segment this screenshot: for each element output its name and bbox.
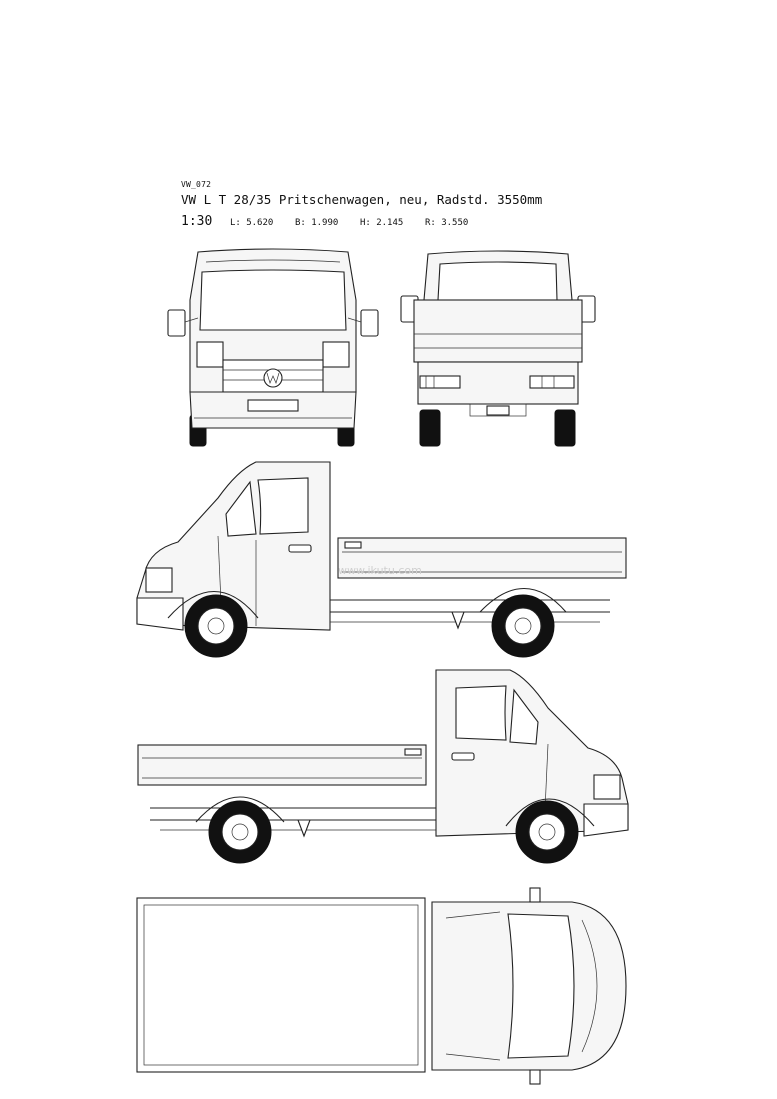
dimension-line: 1:30 L: 5.620 B: 1.990 H: 2.145 R: 3.550 bbox=[181, 210, 542, 229]
front-right-headlight bbox=[322, 341, 350, 368]
side-view-left: www.ikutu.com bbox=[136, 461, 627, 658]
top-view-right-mirror bbox=[529, 1069, 541, 1085]
left-side-bumper bbox=[136, 597, 184, 631]
drawing-title: VW L T 28/35 Pritschenwagen, neu, Radstd… bbox=[181, 192, 543, 207]
length-dim: L: 5.620 bbox=[229, 218, 274, 228]
scale-label: 1:30 bbox=[181, 214, 213, 229]
height-dim: H: 2.145 bbox=[359, 218, 404, 228]
rear-right-taillight bbox=[529, 375, 575, 389]
left-side-bed bbox=[337, 537, 627, 579]
front-right-mirror bbox=[360, 309, 379, 337]
rear-window bbox=[437, 261, 558, 301]
rear-right-tire bbox=[554, 409, 576, 447]
top-view-windshield bbox=[507, 913, 575, 1059]
front-left-headlight bbox=[196, 341, 224, 368]
rear-tailgate bbox=[413, 299, 583, 363]
side-view-right bbox=[137, 669, 629, 864]
front-left-mirror bbox=[167, 309, 186, 337]
rear-left-tire bbox=[419, 409, 441, 447]
left-side-door-handle bbox=[288, 544, 312, 553]
right-side-door-handle bbox=[451, 752, 475, 761]
right-side-door-window bbox=[455, 685, 507, 741]
front-view bbox=[167, 248, 379, 447]
vw-logo-icon bbox=[263, 368, 283, 388]
front-license-plate bbox=[247, 399, 299, 412]
rear-view bbox=[400, 250, 596, 447]
right-side-headlight bbox=[593, 774, 621, 800]
drawing-code: VW_072 bbox=[181, 180, 212, 189]
right-side-bed bbox=[137, 744, 427, 786]
width-dim: B: 1.990 bbox=[294, 218, 339, 228]
top-view bbox=[136, 887, 627, 1085]
rear-left-taillight bbox=[419, 375, 461, 389]
left-side-headlight bbox=[145, 567, 173, 593]
left-side-door-window bbox=[257, 477, 309, 535]
top-view-bed bbox=[136, 897, 426, 1073]
watermark-text: www.ikutu.com bbox=[338, 564, 422, 577]
right-side-vent-window bbox=[509, 688, 539, 745]
right-side-bumper bbox=[583, 803, 629, 837]
wheelbase-dim: R: 3.550 bbox=[424, 218, 469, 228]
top-view-left-mirror bbox=[529, 887, 541, 903]
left-side-vent-window bbox=[225, 480, 257, 537]
drawing-header: VW_072 VW L T 28/35 Pritschenwagen, neu,… bbox=[181, 180, 542, 229]
front-windshield bbox=[199, 269, 347, 331]
